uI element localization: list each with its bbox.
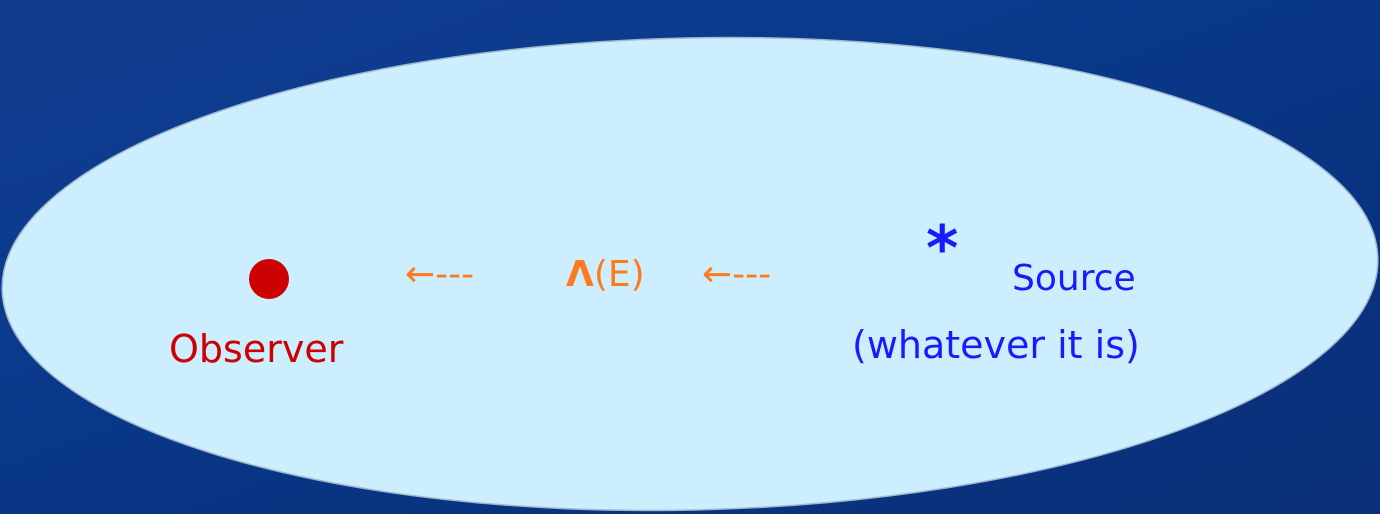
observer-dot (249, 259, 289, 299)
lambda-argument: (E) (593, 254, 645, 295)
signal-arrow-right: ←--- (702, 254, 772, 295)
observer-label: Observer (169, 327, 344, 371)
source-label: Source (1012, 258, 1136, 299)
region-ellipse-shape (1, 36, 1379, 512)
source-sublabel: (whatever it is) (852, 323, 1140, 367)
lambda-symbol: Λ (566, 254, 594, 295)
lambda-expression: Λ(E) (566, 257, 645, 293)
signal-arrow-left: ←--- (405, 254, 475, 295)
source-star-icon: * (926, 212, 959, 285)
